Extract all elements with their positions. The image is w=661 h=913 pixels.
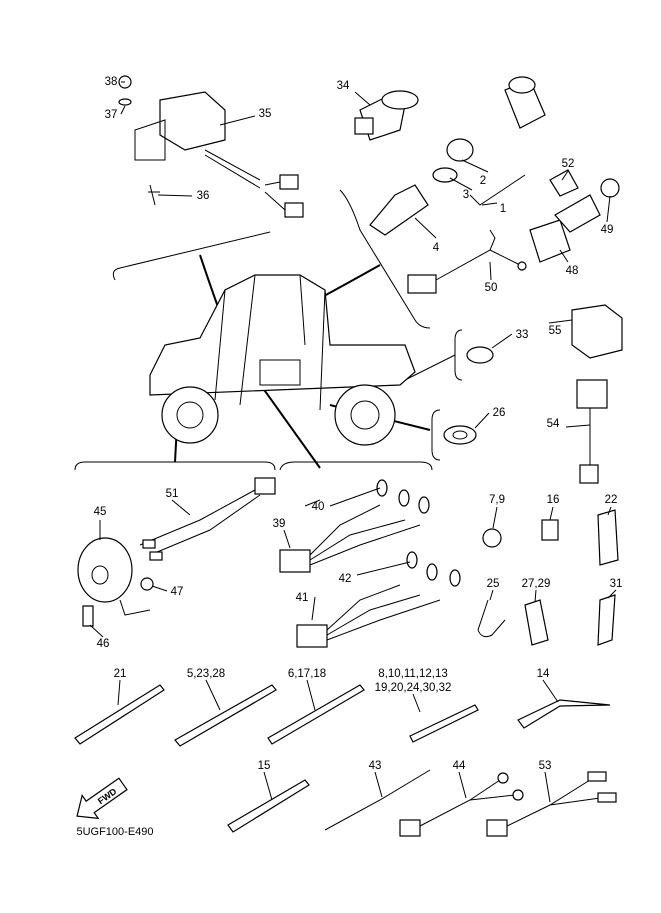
callout-50: 50 bbox=[485, 282, 498, 294]
callout-4: 4 bbox=[433, 242, 440, 254]
callout-41: 41 bbox=[296, 592, 309, 604]
part-41-lamp-harness bbox=[296, 551, 461, 648]
part-22-clip bbox=[597, 509, 619, 566]
callout-31: 31 bbox=[610, 578, 623, 590]
part-39-lamp-harness bbox=[279, 479, 430, 573]
callout-22: 22 bbox=[605, 494, 618, 506]
part-51-lead bbox=[139, 477, 276, 561]
part-52-label bbox=[549, 169, 579, 197]
utv-vehicle-illustration bbox=[149, 274, 416, 446]
part-25-clip bbox=[477, 599, 506, 638]
callout-15: 15 bbox=[258, 760, 271, 772]
part-34-switch bbox=[354, 90, 419, 141]
fwd-arrow-logo: FWD bbox=[76, 777, 128, 820]
bracket-26 bbox=[431, 409, 441, 461]
callout-37: 37 bbox=[105, 109, 118, 121]
callout-49: 49 bbox=[601, 224, 614, 236]
bracket-top-left bbox=[112, 231, 271, 281]
part-48-switch bbox=[529, 194, 601, 263]
callout-43: 43 bbox=[369, 760, 382, 772]
callout-52: 52 bbox=[562, 158, 575, 170]
callout-55: 55 bbox=[549, 325, 562, 337]
callout-42: 42 bbox=[339, 573, 352, 585]
part-44-lead bbox=[399, 772, 524, 837]
part-21-tie bbox=[74, 684, 165, 745]
callout-34: 34 bbox=[337, 80, 350, 92]
part-33-grommet bbox=[466, 346, 494, 364]
callout-33: 33 bbox=[516, 329, 529, 341]
part-5-23-28-tie bbox=[174, 684, 277, 747]
callout-53: 53 bbox=[539, 760, 552, 772]
bracket-top-right bbox=[339, 189, 431, 329]
callout-27-29: 27,29 bbox=[522, 578, 551, 590]
cable-ties bbox=[74, 684, 611, 833]
part-6-17-18-tie bbox=[267, 684, 365, 745]
bracket-33 bbox=[454, 329, 463, 381]
part-46-bolt bbox=[82, 605, 94, 627]
callout-48: 48 bbox=[566, 265, 579, 277]
bracket-horn bbox=[74, 461, 276, 471]
part-55-relay bbox=[571, 304, 623, 359]
part-49-nut bbox=[600, 178, 620, 198]
callout-21: 21 bbox=[114, 668, 127, 680]
callout-7-9: 7,9 bbox=[489, 494, 505, 506]
callout-26: 26 bbox=[493, 407, 506, 419]
part-15-tie bbox=[227, 779, 310, 833]
callout-25: 25 bbox=[487, 578, 500, 590]
callout-3: 3 bbox=[463, 189, 469, 201]
callout-45: 45 bbox=[94, 506, 107, 518]
part-1-4-socket-assembly bbox=[369, 76, 546, 236]
part-7-9-clamp bbox=[482, 528, 502, 548]
callout-8-13: 8,10,11,12,13 bbox=[378, 668, 448, 680]
part-45-horn bbox=[77, 537, 151, 616]
callout-1: 1 bbox=[500, 203, 506, 215]
callout-40: 40 bbox=[312, 501, 325, 513]
part-35-switch-module bbox=[118, 75, 304, 218]
callout-38: 38 bbox=[105, 76, 118, 88]
part-31-clip bbox=[597, 594, 616, 646]
part-26-grommet bbox=[443, 425, 477, 445]
callout-47: 47 bbox=[171, 586, 184, 598]
diagram-code: 5UGF100-E490 bbox=[76, 826, 153, 838]
callout-5-23-28: 5,23,28 bbox=[187, 668, 225, 680]
callout-51: 51 bbox=[166, 488, 179, 500]
part-8-32-tie bbox=[409, 704, 479, 743]
callout-39: 39 bbox=[273, 518, 286, 530]
callout-14: 14 bbox=[537, 668, 550, 680]
callout-35: 35 bbox=[259, 108, 272, 120]
callout-54: 54 bbox=[547, 418, 560, 430]
part-14-tie bbox=[517, 699, 611, 729]
part-47-nut bbox=[140, 577, 154, 591]
callout-46: 46 bbox=[97, 638, 110, 650]
part-16-clip bbox=[541, 519, 559, 541]
callout-2: 2 bbox=[480, 175, 486, 187]
callout-36: 36 bbox=[197, 190, 210, 202]
callout-16: 16 bbox=[547, 494, 560, 506]
part-50-lead bbox=[407, 229, 527, 294]
part-53-lead bbox=[486, 771, 617, 837]
callout-6-17-18: 6,17,18 bbox=[288, 668, 326, 680]
part-54-relay-lead bbox=[576, 379, 608, 484]
callout-44: 44 bbox=[453, 760, 466, 772]
leader bbox=[404, 354, 456, 381]
bracket-lamps bbox=[279, 461, 433, 471]
part-43-lead bbox=[324, 769, 431, 831]
callout-19-32: 19,20,24,30,32 bbox=[375, 682, 452, 694]
part-27-29-clip bbox=[524, 599, 549, 646]
